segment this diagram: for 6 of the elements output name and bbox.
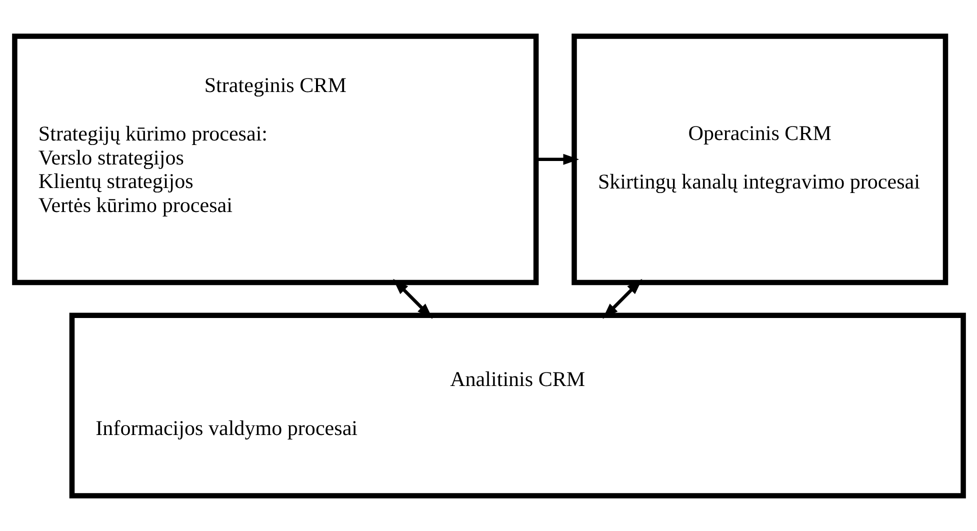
arrow xyxy=(392,278,432,318)
node-box: Analitinis CRM Informacijos valdymo procesai xyxy=(68,312,966,498)
arrow xyxy=(536,153,579,164)
node-box: Strateginis CRM Strategijų kūrimo procesai: Verslo strategijos Klientų strategijos Vertės kūrimo procesai xyxy=(12,33,538,285)
node-box: Operacinis CRM Skirtingų kanalų integravimo procesai xyxy=(571,33,948,285)
arrow xyxy=(602,278,642,318)
